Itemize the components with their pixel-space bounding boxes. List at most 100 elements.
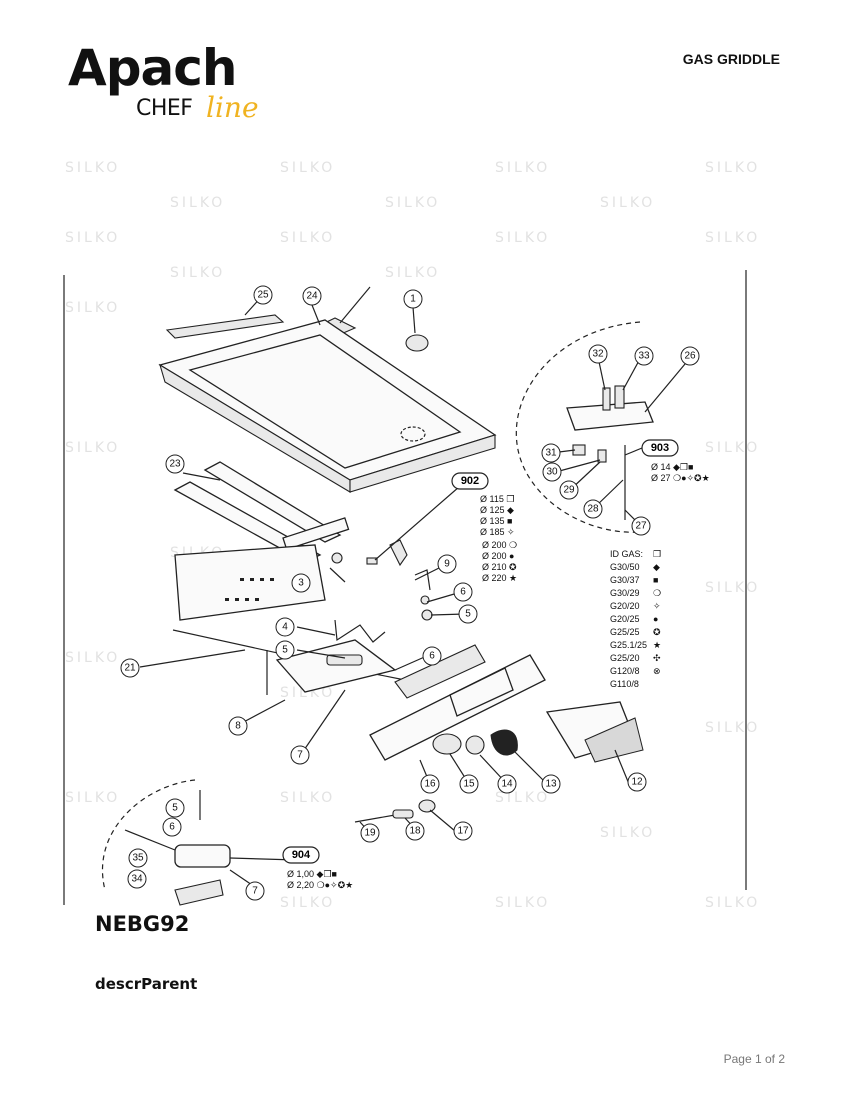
svg-text:✣: ✣ xyxy=(653,653,661,663)
watermark: SILKO xyxy=(65,300,120,316)
svg-text:Ø 2,20 ❍●✧✪★: Ø 2,20 ❍●✧✪★ xyxy=(287,880,353,890)
svg-text:4: 4 xyxy=(282,622,288,633)
drip-tray-handle xyxy=(584,717,644,763)
svg-text:14: 14 xyxy=(501,779,513,790)
svg-text:✧: ✧ xyxy=(653,601,661,611)
callout-5a: 5 xyxy=(275,640,295,660)
svg-text:24: 24 xyxy=(306,291,318,302)
svg-text:16: 16 xyxy=(424,779,436,790)
logo-line-text: line xyxy=(206,91,259,124)
svg-text:904: 904 xyxy=(292,849,311,861)
watermark: SILKO xyxy=(705,895,760,911)
svg-text:6: 6 xyxy=(169,822,175,833)
svg-text:19: 19 xyxy=(364,828,376,839)
callout-25: 25 xyxy=(253,285,273,305)
svg-text:5: 5 xyxy=(282,645,288,656)
watermark: SILKO xyxy=(705,580,760,596)
svg-text:25: 25 xyxy=(257,290,269,301)
watermark: SILKO xyxy=(705,160,760,176)
callout-16: 16 xyxy=(420,774,440,794)
svg-text:G30/50: G30/50 xyxy=(610,562,640,572)
air-holes xyxy=(225,578,274,601)
svg-text:G25/25: G25/25 xyxy=(610,627,640,637)
watermark: SILKO xyxy=(385,195,440,211)
callout-27: 27 xyxy=(631,516,651,536)
svg-text:G30/29: G30/29 xyxy=(610,588,640,598)
ignition-wire xyxy=(354,814,396,823)
valve-inlet xyxy=(124,829,176,851)
thermocouple-tip xyxy=(614,385,625,409)
svg-text:7: 7 xyxy=(297,750,303,761)
callout-12: 12 xyxy=(627,772,647,792)
nut xyxy=(421,609,433,621)
svg-text:28: 28 xyxy=(587,504,599,515)
svg-text:23: 23 xyxy=(169,459,181,470)
svg-text:G120/8: G120/8 xyxy=(610,666,640,676)
callout-26: 26 xyxy=(680,346,700,366)
grease-rail xyxy=(165,314,285,339)
washer xyxy=(420,595,430,605)
callout-7b: 7 xyxy=(245,881,265,901)
svg-text:9: 9 xyxy=(444,559,450,570)
burner-manifold xyxy=(282,517,350,551)
svg-text:29: 29 xyxy=(563,485,575,496)
watermark: SILKO xyxy=(280,230,335,246)
svg-text:5: 5 xyxy=(465,609,471,620)
specs-903: Ø 14 ◆❒■ Ø 27 ❍●✧✪★ xyxy=(651,462,710,483)
griddle-plate-inner xyxy=(188,334,462,469)
watermark: SILKO xyxy=(280,790,335,806)
callout-5c: 5 xyxy=(165,798,185,818)
svg-text:1: 1 xyxy=(410,294,416,305)
watermark: SILKO xyxy=(600,195,655,211)
watermark: SILKO xyxy=(495,230,550,246)
valve-bracket-detail xyxy=(174,879,224,906)
knob-ring xyxy=(465,735,485,755)
pilot-tube xyxy=(414,569,431,591)
callout-23: 23 xyxy=(165,454,185,474)
callout-32: 32 xyxy=(588,344,608,364)
watermark: SILKO xyxy=(495,160,550,176)
svg-text:Ø 135 ■: Ø 135 ■ xyxy=(480,516,512,526)
griddle-plate-side xyxy=(349,434,496,493)
svg-text:Ø 27 ❍●✧✪★: Ø 27 ❍●✧✪★ xyxy=(651,473,710,483)
svg-text:Ø 1,00 ◆❒■: Ø 1,00 ◆❒■ xyxy=(287,869,337,879)
callout-13: 13 xyxy=(541,774,561,794)
svg-text:ID GAS:: ID GAS: xyxy=(610,549,643,559)
watermark: SILKO xyxy=(705,230,760,246)
valve-detail-body xyxy=(174,844,231,868)
callout-18: 18 xyxy=(405,821,425,841)
callout-1: 1 xyxy=(403,289,423,309)
watermark: SILKO xyxy=(385,265,440,281)
svg-text:26: 26 xyxy=(684,351,696,362)
callout-4: 4 xyxy=(275,617,295,637)
svg-text:5: 5 xyxy=(172,803,178,814)
watermark: SILKO xyxy=(65,160,120,176)
svg-text:G30/37: G30/37 xyxy=(610,575,640,585)
callout-9: 9 xyxy=(437,554,457,574)
watermark: SILKO xyxy=(170,195,225,211)
callout-6a: 6 xyxy=(422,646,442,666)
injector xyxy=(366,557,378,565)
svg-text:Ø 200 ●: Ø 200 ● xyxy=(482,551,514,561)
callout-17: 17 xyxy=(453,821,473,841)
svg-text:G20/20: G20/20 xyxy=(610,601,640,611)
svg-text:Ø 200 ❍: Ø 200 ❍ xyxy=(482,540,517,550)
svg-text:31: 31 xyxy=(545,448,557,459)
svg-text:902: 902 xyxy=(461,475,479,487)
document-title: GAS GRIDDLE xyxy=(682,51,780,67)
igniter-button xyxy=(418,799,436,813)
knob-bezel xyxy=(432,733,462,755)
valve-detail-outline xyxy=(102,779,196,891)
burner-chassis xyxy=(174,544,326,621)
nut-3 xyxy=(331,552,343,564)
callout-5b: 5 xyxy=(458,604,478,624)
svg-text:13: 13 xyxy=(545,779,557,790)
callout-28: 28 xyxy=(583,499,603,519)
svg-text:6: 6 xyxy=(460,587,466,598)
watermark: SILKO xyxy=(495,790,550,806)
svg-text:◆: ◆ xyxy=(653,562,660,572)
watermark: SILKO xyxy=(280,160,335,176)
callout-34: 34 xyxy=(127,869,147,889)
watermark: SILKO xyxy=(170,265,225,281)
svg-text:17: 17 xyxy=(457,826,469,837)
